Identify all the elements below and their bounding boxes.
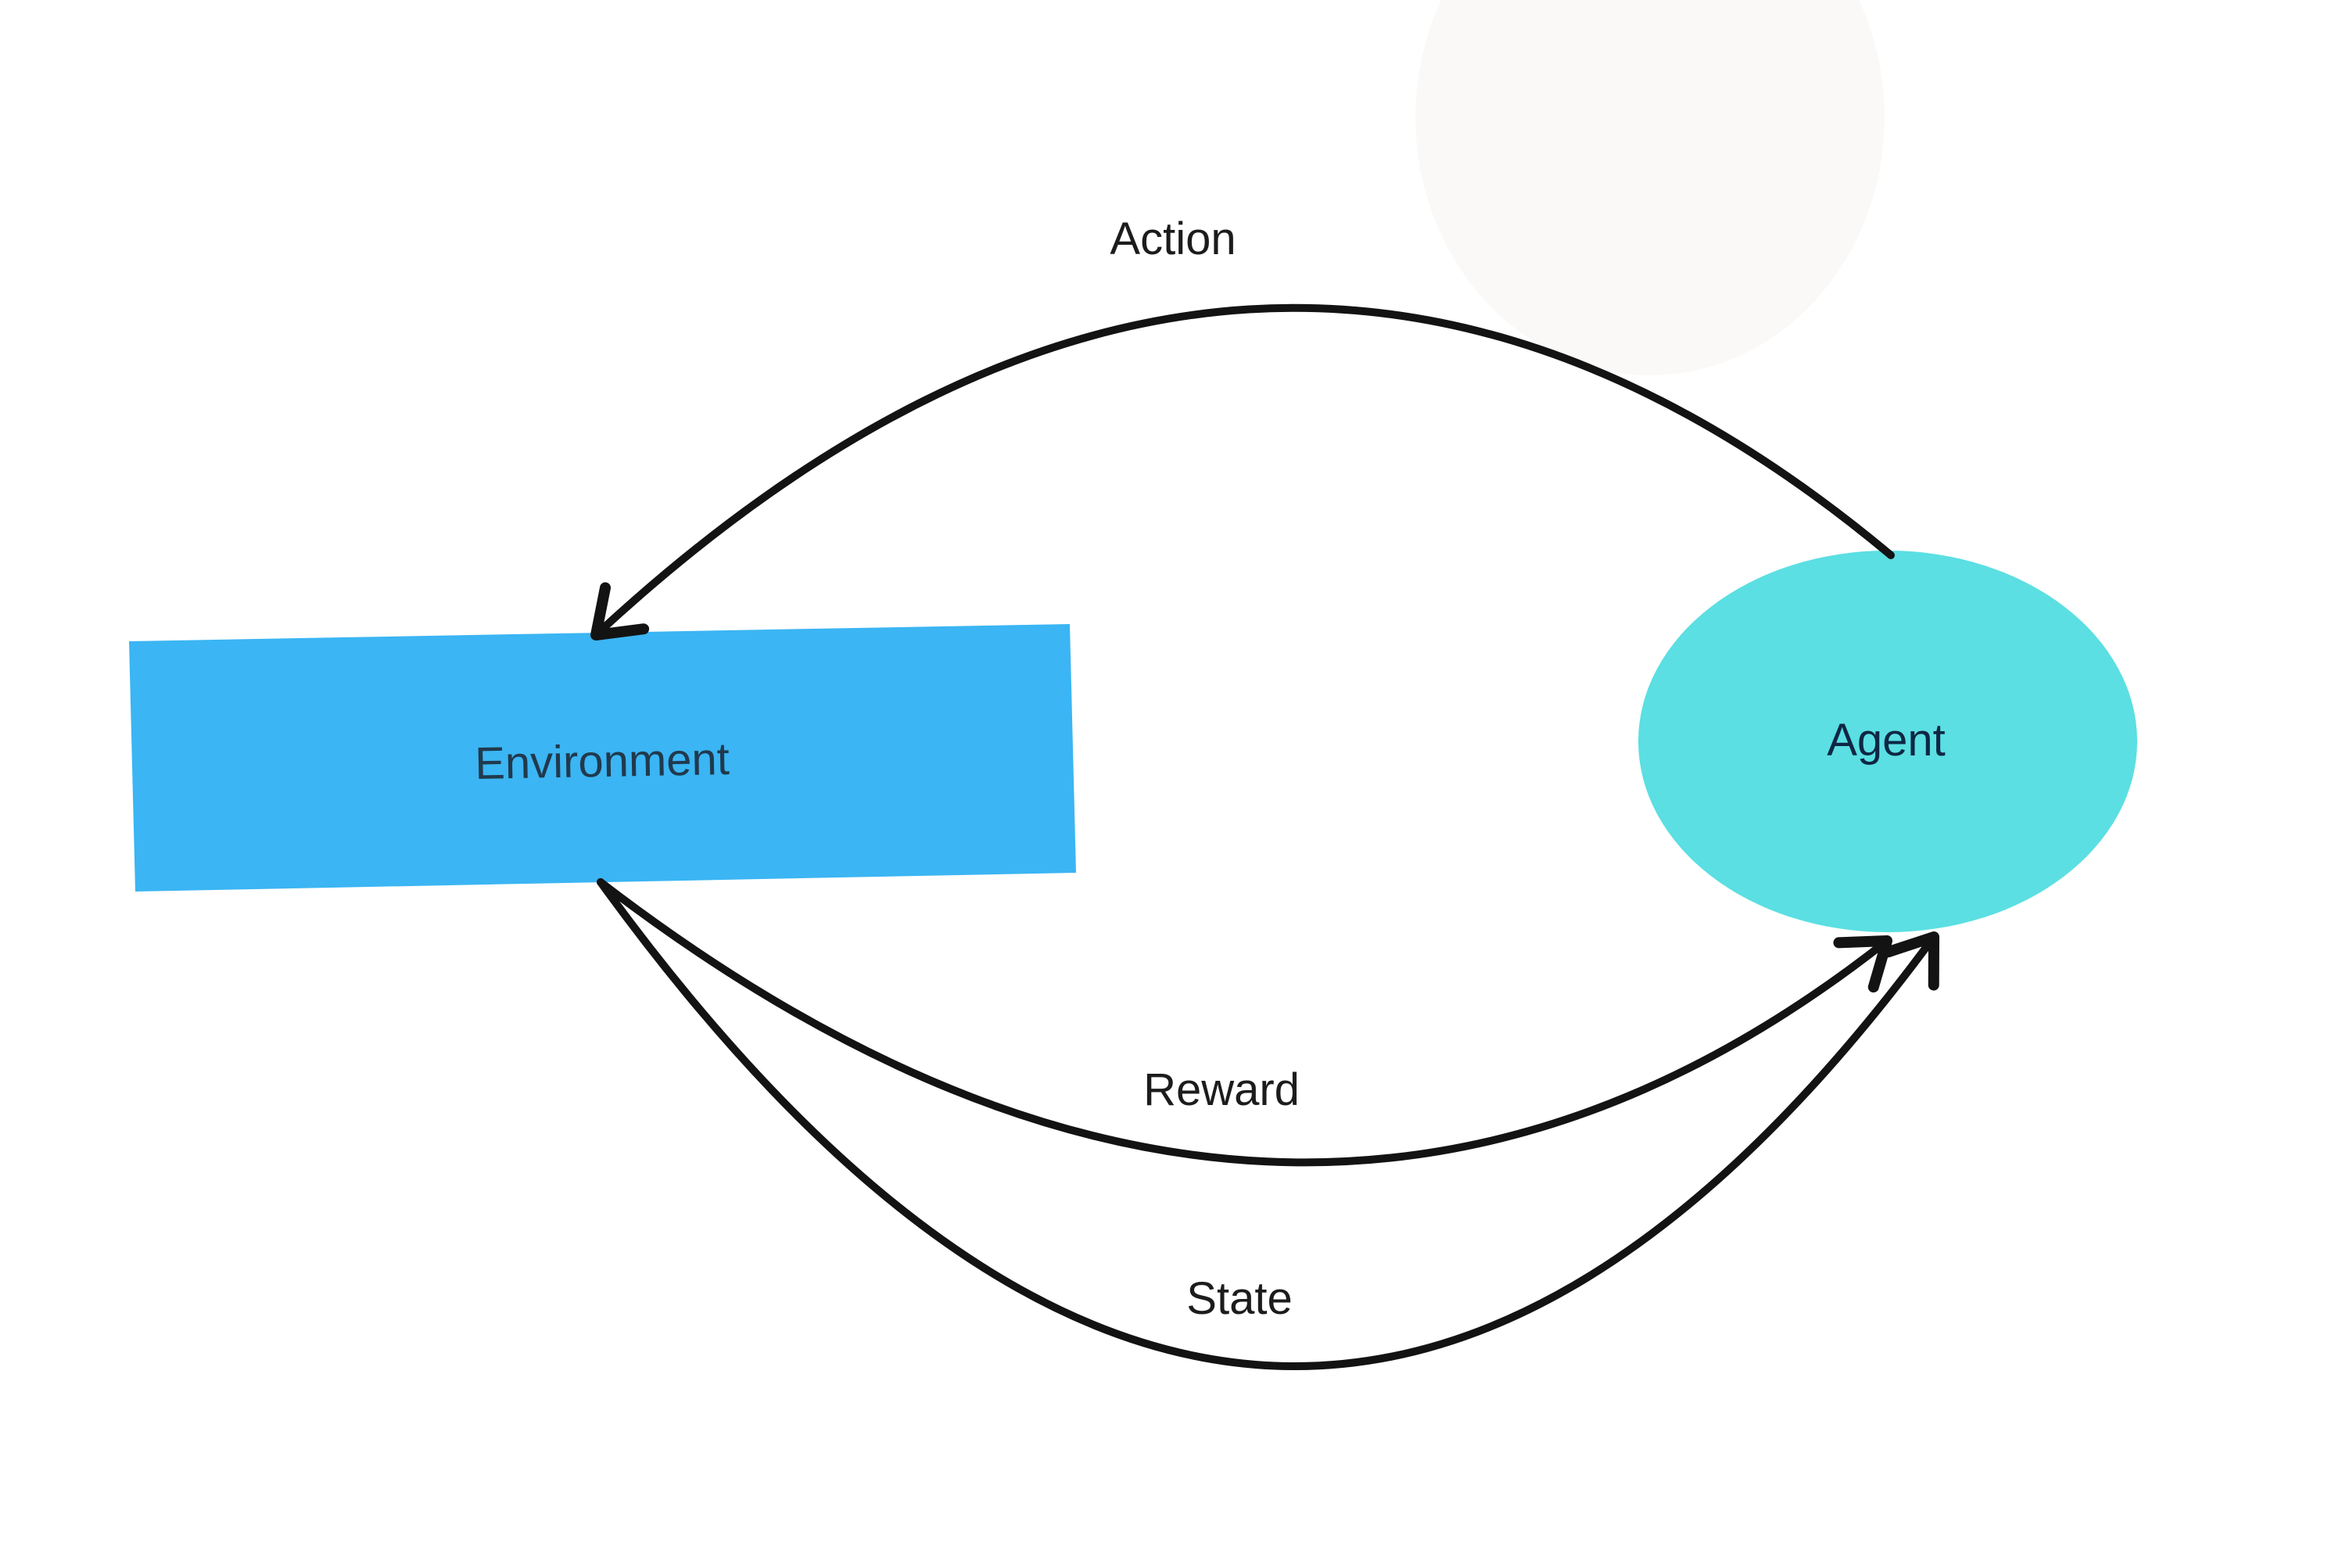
action-edge: Action bbox=[590, 213, 1895, 640]
reward-arrowhead-icon bbox=[1833, 935, 1892, 993]
environment-node: Environment bbox=[129, 624, 1076, 892]
environment-label: Environment bbox=[475, 734, 730, 789]
environment-shape bbox=[129, 624, 1076, 892]
reward-edge-label: Reward bbox=[1143, 1064, 1300, 1115]
agent-label: Agent bbox=[1827, 715, 1946, 766]
agent-node: Agent bbox=[1638, 551, 2137, 932]
reward-edge: Reward bbox=[597, 878, 1892, 1167]
state-edge: State bbox=[597, 878, 1939, 1370]
reward-curve bbox=[597, 878, 1891, 1167]
action-curve bbox=[592, 303, 1895, 639]
state-edge-label: State bbox=[1186, 1273, 1292, 1324]
action-edge-label: Action bbox=[1110, 213, 1236, 264]
action-arrowhead-icon bbox=[590, 582, 650, 640]
background-blob bbox=[1415, 0, 1885, 375]
state-arrowhead-icon bbox=[1882, 931, 1939, 991]
agent-shape bbox=[1638, 551, 2137, 932]
state-curve bbox=[597, 878, 1938, 1370]
